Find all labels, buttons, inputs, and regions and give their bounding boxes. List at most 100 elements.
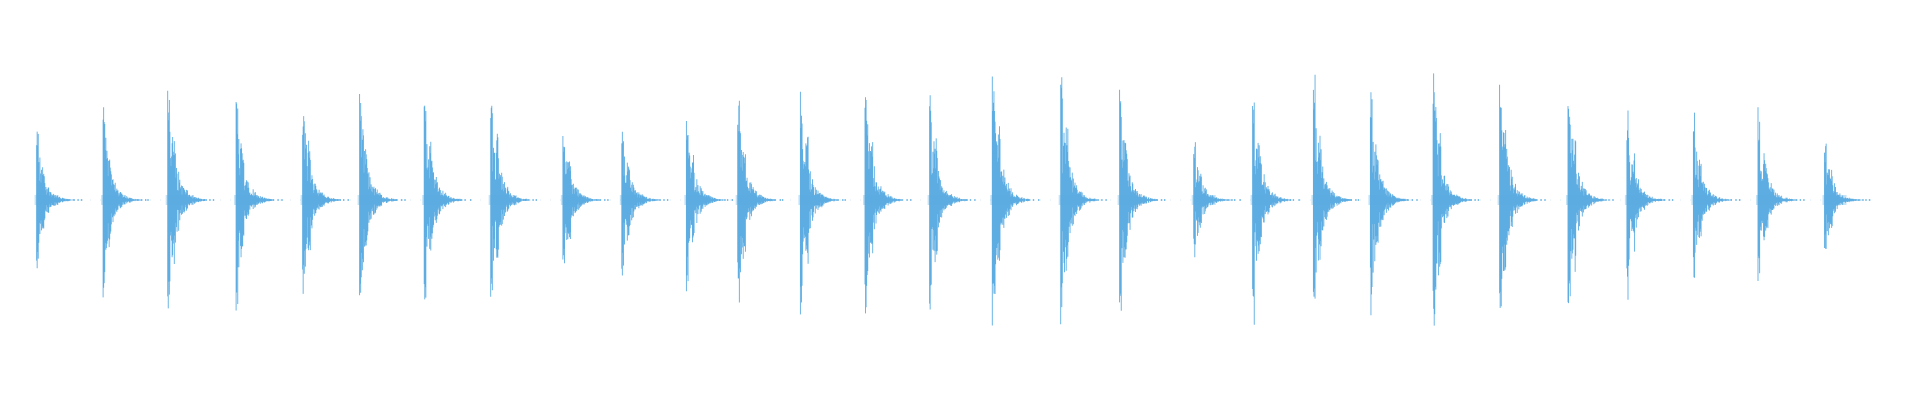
waveform-tail-dot: [1865, 199, 1867, 201]
waveform-tail-dot: [1020, 199, 1022, 201]
waveform-tail-dot: [1231, 199, 1233, 201]
waveform-burst: [798, 91, 846, 315]
waveform-burst: [34, 131, 83, 269]
waveform-burst-body: [1252, 102, 1291, 325]
waveform-tail-dot: [328, 199, 330, 201]
waveform-burst: [1058, 77, 1107, 325]
waveform-tail-dot: [197, 199, 199, 201]
waveform-tail-dot: [1292, 199, 1295, 201]
waveform-tail-dot: [906, 199, 908, 201]
waveform-burst-noise: [560, 195, 585, 205]
waveform-tail-dot: [1286, 199, 1288, 201]
waveform-tail-dot: [1105, 199, 1107, 201]
waveform-tail-dot: [895, 199, 897, 201]
waveform-tail-dot: [1477, 199, 1480, 201]
waveform-tail-dot: [1298, 199, 1300, 201]
waveform-burst-noise: [927, 195, 952, 205]
waveform-tail-dot: [771, 199, 773, 201]
waveform-burst-noise: [1624, 195, 1649, 205]
waveform-tail-dot: [607, 199, 609, 201]
waveform-tail-dot: [1090, 199, 1092, 201]
waveform-tail-dot: [1527, 199, 1530, 201]
waveform-tail-dot: [1097, 199, 1099, 201]
waveform-tail-dot: [128, 199, 131, 201]
waveform-tail-dot: [457, 199, 459, 201]
waveform-burst-noise: [488, 195, 513, 205]
waveform-tail-dot: [592, 199, 594, 201]
waveform-tail-dot: [1803, 199, 1805, 201]
waveform-tail-dot: [339, 199, 341, 201]
waveform-burst-noise: [684, 195, 709, 205]
waveform-burst: [101, 107, 149, 298]
waveform-tail-dot: [1523, 199, 1526, 201]
waveform-tail-dot: [1396, 199, 1398, 201]
waveform-burst: [684, 121, 733, 292]
waveform-burst-body: [36, 131, 75, 269]
waveform-bursts: [34, 73, 1880, 326]
waveform-tail-dot: [343, 199, 345, 201]
waveform-tail-dot: [147, 199, 149, 201]
waveform-tail-dot: [1416, 199, 1418, 201]
waveform-tail-dot: [212, 199, 215, 201]
waveform-burst-noise: [1368, 195, 1393, 205]
waveform-tail-dot: [1281, 199, 1283, 201]
waveform-tail-dot: [1085, 199, 1087, 201]
waveform-tail-dot: [1032, 199, 1035, 201]
waveform-tail-dot: [1234, 199, 1236, 201]
waveform-tail-dot: [141, 199, 143, 201]
waveform-tail-dot: [774, 199, 776, 201]
waveform-burst: [1191, 142, 1241, 258]
waveform-tail-dot: [724, 199, 726, 201]
waveform-burst: [300, 116, 349, 294]
waveform-tail-dot: [1719, 199, 1721, 201]
waveform-tail-dot: [767, 199, 769, 201]
waveform-tail-dot: [1463, 199, 1465, 201]
waveform-burst-noise: [165, 195, 190, 205]
waveform-tail-dot: [719, 199, 721, 201]
waveform-burst-body: [1626, 110, 1666, 300]
waveform-tail-dot: [1148, 199, 1151, 201]
waveform-tail-dot: [1346, 199, 1348, 201]
waveform-burst: [422, 105, 472, 300]
waveform-tail-dot: [653, 199, 656, 201]
waveform-burst-noise: [1691, 195, 1716, 205]
waveform-tail-dot: [1862, 199, 1864, 201]
waveform-burst: [488, 105, 537, 297]
waveform-burst-noise: [234, 195, 259, 205]
waveform-tail-dot: [1028, 199, 1030, 201]
waveform-tail-dot: [80, 199, 83, 201]
waveform-tail-dot: [272, 199, 275, 201]
waveform-burst-noise: [1756, 195, 1780, 205]
waveform-burst: [1250, 102, 1300, 325]
waveform-tail-dot: [520, 199, 522, 201]
waveform-tail-dot: [334, 199, 337, 201]
waveform-burst: [1691, 112, 1741, 278]
waveform-tail-dot: [1738, 199, 1741, 201]
waveform-tail-dot: [1289, 199, 1292, 201]
waveform-tail-dot: [1540, 199, 1542, 201]
waveform-tail-dot: [1399, 199, 1401, 201]
waveform-tail-dot: [962, 199, 965, 201]
waveform-tail-dot: [401, 199, 403, 201]
waveform-burst-noise: [34, 195, 59, 205]
waveform-burst: [234, 102, 283, 311]
waveform-tail-dot: [1458, 199, 1460, 201]
waveform-tail-dot: [66, 199, 68, 201]
waveform-burst: [560, 136, 609, 264]
waveform-tail-dot: [1403, 199, 1405, 201]
waveform-tail-dot: [1656, 199, 1658, 201]
waveform-tail-dot: [392, 199, 395, 201]
waveform-tail-dot: [1026, 199, 1028, 201]
waveform-tail-dot: [1790, 199, 1792, 201]
waveform-tail-dot: [528, 199, 530, 201]
waveform-tail-dot: [1671, 199, 1674, 201]
waveform-tail-dot: [1350, 199, 1352, 201]
waveform-tail-dot: [1668, 199, 1670, 201]
waveform-tail-dot: [781, 199, 784, 201]
waveform-tail-dot: [260, 199, 263, 201]
waveform-tail-dot: [599, 199, 601, 201]
waveform-tail-dot: [731, 199, 733, 201]
waveform-tail-dot: [1407, 199, 1409, 201]
waveform-burst-body: [621, 131, 661, 276]
waveform-tail-dot: [1725, 199, 1728, 201]
